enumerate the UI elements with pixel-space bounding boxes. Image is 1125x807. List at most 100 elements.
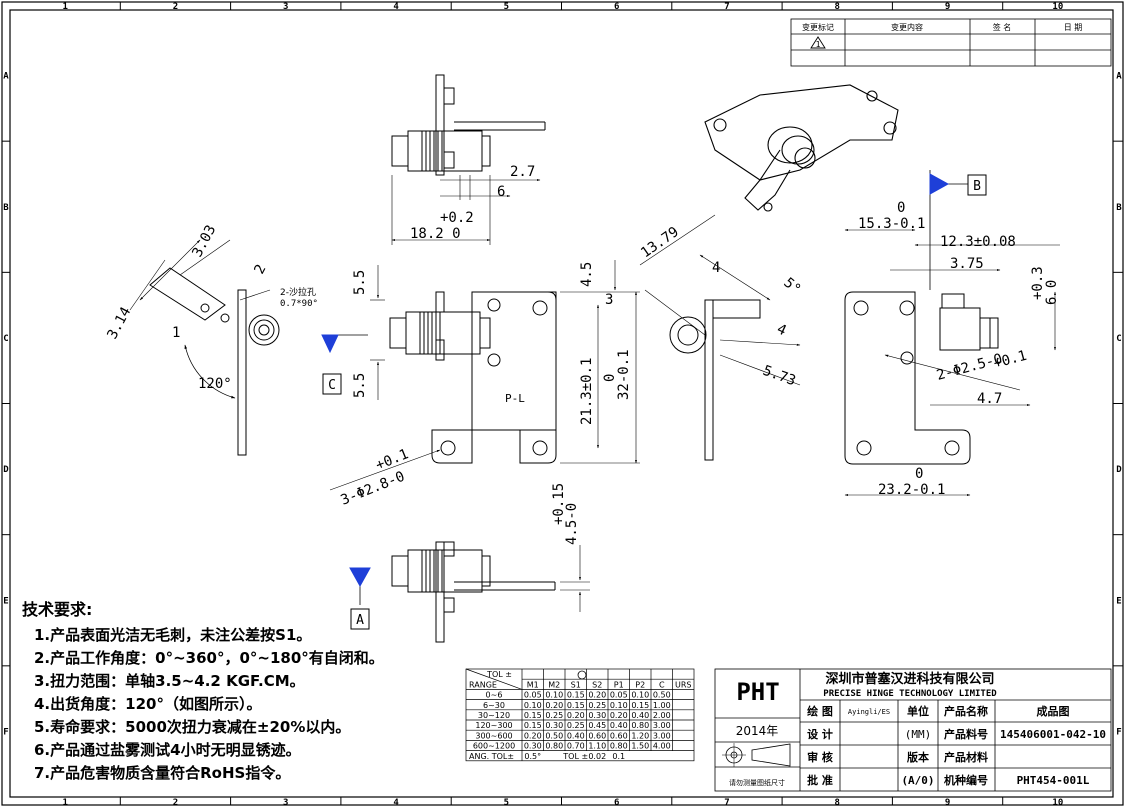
tol-cell: 0.80 bbox=[631, 721, 649, 730]
label-design: 设 计 bbox=[807, 727, 833, 741]
top-view-drawing bbox=[391, 74, 546, 245]
frame-col-label: 2 bbox=[173, 798, 178, 807]
tol-cell: 0.30 bbox=[524, 742, 542, 751]
bottom-view-drawing bbox=[349, 541, 590, 643]
tol-cell: 0.20 bbox=[524, 731, 542, 740]
requirement-2: 2.产品工作角度：0°~360°，0°~180°有自闭和。 bbox=[34, 649, 384, 667]
section-label-b: B bbox=[973, 179, 981, 194]
tol-cell: 0.30 bbox=[545, 721, 563, 730]
tol-cell: 0.80 bbox=[610, 742, 628, 751]
tol-col-header: URS bbox=[675, 680, 692, 689]
dim-right-0-bottom: 0 bbox=[915, 466, 923, 482]
frame-col-label: 9 bbox=[945, 2, 950, 12]
requirement-3: 3.扭力范围：单轴3.5~4.2 KGF.CM。 bbox=[34, 672, 305, 690]
section-label-c: C bbox=[328, 378, 336, 393]
tol-cell: 2.00 bbox=[653, 711, 671, 720]
frame-col-label: 5 bbox=[504, 2, 509, 12]
frame-col-label: 1 bbox=[62, 2, 67, 12]
tol-cell: 0.15 bbox=[631, 701, 649, 710]
tol-row-range: 120~300 bbox=[475, 721, 512, 730]
frame-row-label: A bbox=[1116, 72, 1122, 82]
dim-side-4: 4 bbox=[774, 321, 788, 339]
dim-front-3: 3 bbox=[605, 292, 613, 308]
tol-row-range: 6~30 bbox=[483, 701, 505, 710]
tol-cell: 0.15 bbox=[524, 711, 542, 720]
frame-col-label: 9 bbox=[945, 798, 950, 807]
tol-cell: 0.25 bbox=[545, 711, 563, 720]
dim-top-tol: +0.2 bbox=[440, 210, 474, 226]
tol-corner-bottom: RANGE bbox=[469, 680, 497, 689]
note-countersink: 2-沙拉孔 bbox=[280, 286, 316, 298]
dim-right-12-3: 12.3±0.08 bbox=[940, 234, 1016, 250]
dim-right-3-75: 3.75 bbox=[950, 256, 984, 272]
frame-col-label: 1 bbox=[62, 798, 67, 807]
dim-top-18-2: 18.2 0 bbox=[410, 226, 461, 242]
rev-header-date: 日 期 bbox=[1064, 23, 1083, 32]
frame-col-label: 4 bbox=[393, 798, 399, 807]
dim-angle-3-14: 3.14 bbox=[104, 305, 134, 342]
frame-col-label: 10 bbox=[1052, 2, 1063, 12]
dim-angle-120: 120° bbox=[198, 376, 232, 392]
tol-cell: 3.00 bbox=[653, 731, 671, 740]
dim-front-32: 32-0.1 bbox=[616, 349, 632, 400]
tol-cell: 0.70 bbox=[567, 742, 585, 751]
tol-col-header: M2 bbox=[548, 680, 560, 689]
tol-cell: 0.10 bbox=[631, 691, 649, 700]
tol-cell: 0.20 bbox=[588, 691, 606, 700]
frame-row-label: F bbox=[3, 727, 8, 737]
requirement-6: 6.产品通过盐雾测试4小时无明显锈迹。 bbox=[34, 741, 301, 759]
frame-col-label: 10 bbox=[1052, 798, 1063, 807]
requirement-1: 1.产品表面光洁无毛刺，未注公差按S1。 bbox=[34, 626, 311, 644]
tol-cell: 0.10 bbox=[610, 701, 628, 710]
frame-col-label: 6 bbox=[614, 2, 619, 12]
label-draw: 绘 图 bbox=[807, 704, 833, 718]
tol-col-header: P2 bbox=[635, 680, 645, 689]
label-unit: 单位 bbox=[907, 704, 929, 718]
dim-front-21-3: 21.3±0.1 bbox=[579, 358, 595, 425]
frame-row-label: E bbox=[3, 596, 8, 606]
section-box-c bbox=[322, 373, 342, 395]
tol-cell: 0.60 bbox=[588, 731, 606, 740]
requirements-title: 技术要求: bbox=[22, 600, 92, 619]
tolerance-table-grid bbox=[465, 668, 695, 762]
tol-col-header: S1 bbox=[571, 680, 581, 689]
requirement-7: 7.产品危害物质含量符合RoHS指令。 bbox=[34, 764, 290, 782]
dim-right-holes: 2-Φ2.5-0 bbox=[935, 351, 1004, 384]
frame-row-label: D bbox=[1116, 465, 1122, 475]
tol-cell: 0.15 bbox=[567, 701, 585, 710]
dim-front-4-5: 4.5 bbox=[579, 262, 595, 287]
dim-front-0: 0 bbox=[602, 374, 618, 382]
company-name-en: PRECISE HINGE TECHNOLOGY LIMITED bbox=[823, 689, 997, 699]
dim-side-5deg: 5° bbox=[780, 275, 803, 298]
tol-col-header: P1 bbox=[614, 680, 624, 689]
part-no-value: 145406001-042-10 bbox=[1000, 728, 1106, 741]
dim-bottom-tol: +0.15 bbox=[551, 483, 567, 525]
isometric-view-drawing bbox=[704, 84, 899, 212]
angle-view-drawing bbox=[129, 239, 280, 456]
frame-row-label: A bbox=[3, 72, 9, 82]
tol-cell: 0.25 bbox=[567, 721, 585, 730]
frame-row-label: B bbox=[1116, 203, 1122, 213]
tol-cell: 0.20 bbox=[610, 711, 628, 720]
rev-header-content: 变更内容 bbox=[891, 22, 923, 32]
frame-col-label: 7 bbox=[724, 798, 729, 807]
dim-bottom-4-5: 4.5-0 bbox=[564, 503, 580, 545]
label-product-name: 产品名称 bbox=[944, 704, 988, 718]
dim-right-4-7: 4.7 bbox=[977, 391, 1002, 407]
tol-geo-value: 0.02 bbox=[588, 752, 606, 761]
tol-cell: 0.15 bbox=[524, 721, 542, 730]
section-label-a: A bbox=[356, 613, 364, 628]
drawing-year: 2014年 bbox=[736, 724, 779, 738]
frame-col-label: 7 bbox=[724, 2, 729, 12]
model-no-value: PHT454-001L bbox=[1017, 774, 1090, 787]
rev-mark-number: 1 bbox=[816, 40, 821, 49]
tol-cell: 0.10 bbox=[524, 701, 542, 710]
tolerance-table-border bbox=[465, 668, 695, 762]
front-view-drawing bbox=[321, 260, 640, 491]
tol-cell: 0.60 bbox=[610, 731, 628, 740]
frame-row-label: E bbox=[1116, 596, 1121, 606]
dim-right-6-0: 6 0 bbox=[1044, 280, 1060, 305]
